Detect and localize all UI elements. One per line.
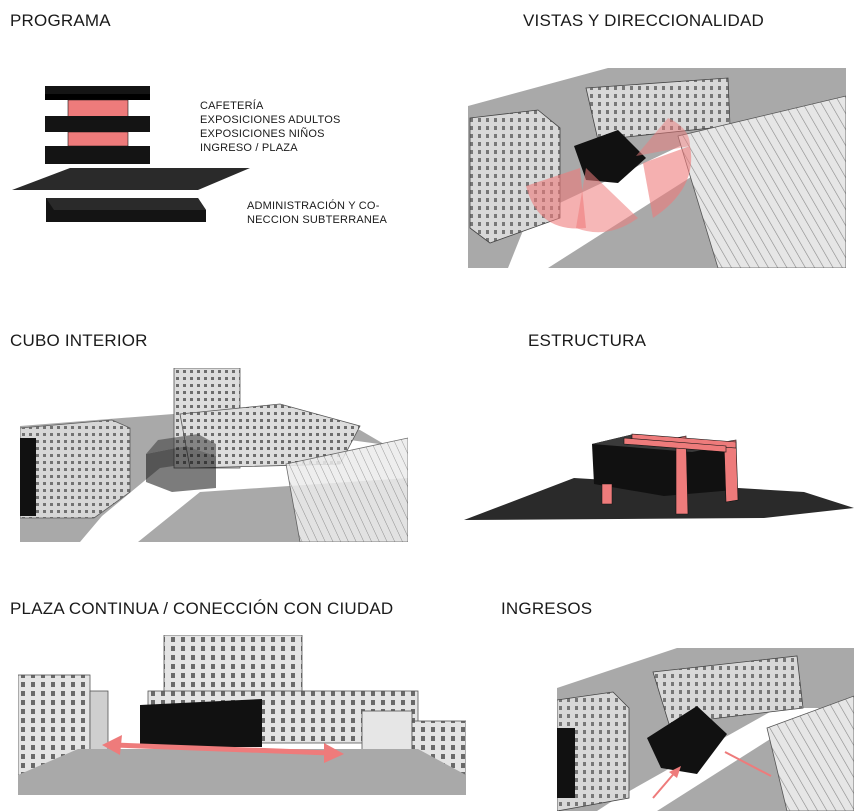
slab-exposiciones-adultos	[45, 116, 150, 132]
title-cubo-interior: CUBO INTERIOR	[10, 331, 148, 350]
label-basement-line1: ADMINISTRACIÓN Y CO-	[247, 200, 380, 212]
title-ingresos: INGRESOS	[501, 599, 593, 618]
label-basement-line2: NECCION SUBTERRANEA	[247, 214, 388, 226]
vistas-diagram	[468, 68, 846, 268]
title-estructura: ESTRUCTURA	[528, 331, 647, 350]
arrow-plaza-conexion	[102, 735, 344, 763]
ingresos-diagram	[557, 648, 854, 811]
core-red-upper	[67, 99, 129, 119]
plaza-continua-diagram	[18, 635, 466, 795]
cubo-interior-diagram	[20, 368, 408, 542]
cubo-transparente	[146, 434, 216, 492]
core-red-lower	[67, 131, 129, 147]
title-vistas: VISTAS Y DIRECCIONALIDAD	[523, 11, 764, 30]
arrows-ingresos	[652, 751, 772, 799]
label-exposiciones-adultos: EXPOSICIONES ADULTOS	[200, 114, 341, 126]
slab-cafeteria	[45, 86, 150, 100]
estructura-marcos	[623, 433, 739, 515]
title-programa: PROGRAMA	[10, 11, 111, 30]
label-cafeteria: CAFETERÍA	[200, 100, 264, 112]
label-exposiciones-ninos: EXPOSICIONES NIÑOS	[200, 128, 325, 140]
programa-diagram	[12, 86, 250, 222]
title-plaza-continua: PLAZA CONTINUA / CONECCIÓN CON CIUDAD	[10, 599, 394, 618]
plaza-plane	[12, 168, 250, 190]
label-basement: ADMINISTRACIÓN Y CO- NECCION SUBTERRANEA	[247, 199, 387, 227]
label-ingreso-plaza: INGRESO / PLAZA	[200, 142, 298, 154]
slab-exposiciones-ninos	[45, 146, 150, 164]
label-floors: CAFETERÍA EXPOSICIONES ADULTOS EXPOSICIO…	[200, 99, 341, 155]
estructura-diagram	[464, 433, 854, 520]
basement-slab	[46, 198, 206, 222]
